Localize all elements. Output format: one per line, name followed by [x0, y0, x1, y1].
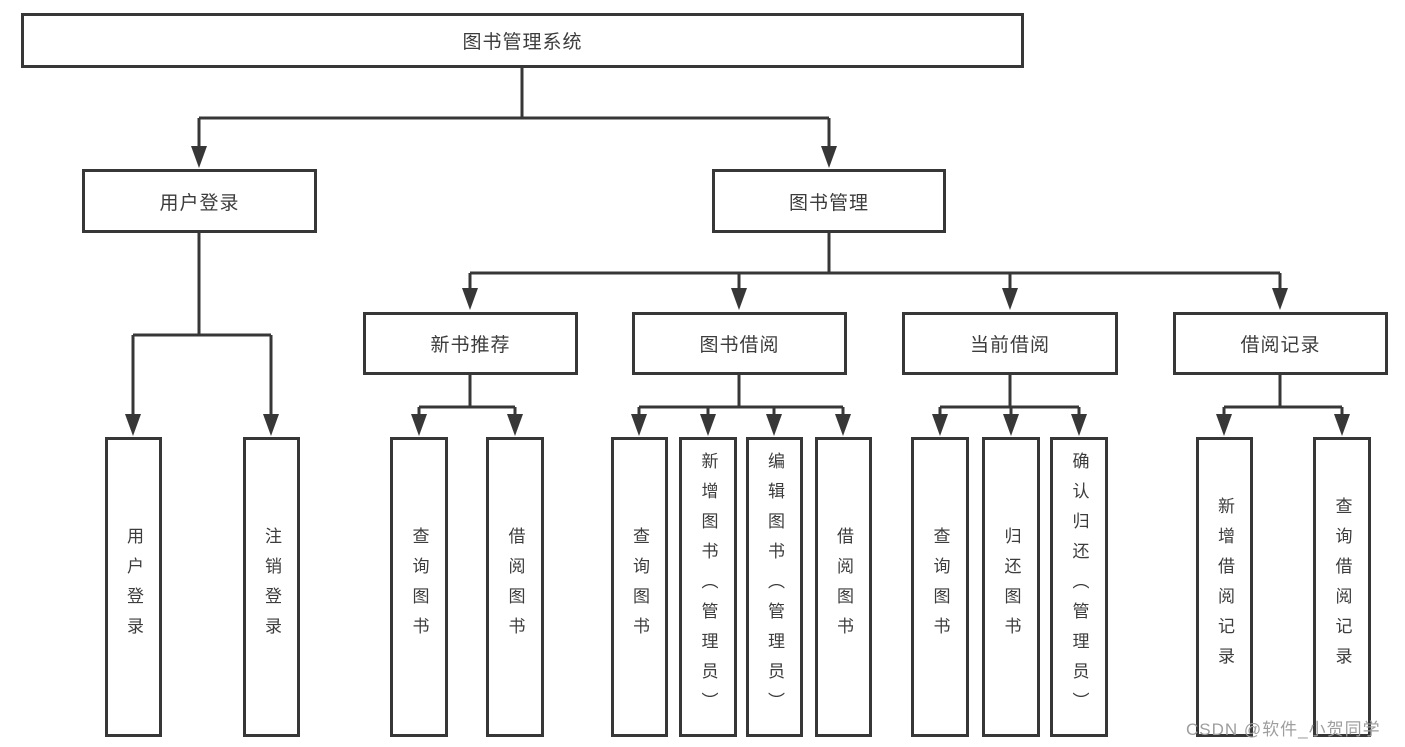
- leaf-label: 新增图书（管理员）: [698, 452, 718, 722]
- node-book-borrow: 图书借阅: [632, 312, 847, 375]
- leaf-label: 查询图书: [630, 527, 649, 647]
- leaf-borrow-book-1: 借阅图书: [486, 437, 544, 737]
- arrowhead: [932, 414, 948, 436]
- node-current-borrow: 当前借阅: [902, 312, 1118, 375]
- arrowhead: [191, 146, 207, 168]
- leaf-edit-book-admin: 编辑图书（管理员）: [746, 437, 803, 737]
- leaf-confirm-return-admin: 确认归还（管理员）: [1050, 437, 1108, 737]
- connector-user-login-to-leaves: [125, 233, 279, 436]
- connector-current-borrow-to-leaves: [932, 375, 1087, 436]
- leaf-label: 借阅图书: [834, 527, 853, 647]
- leaf-query-borrow-record: 查询借阅记录: [1313, 437, 1371, 737]
- connector-book-borrow-to-leaves: [631, 375, 851, 436]
- leaf-query-book-1: 查询图书: [390, 437, 448, 737]
- arrowhead: [821, 146, 837, 168]
- arrowhead: [1272, 288, 1288, 310]
- arrowhead: [411, 414, 427, 436]
- connector-borrow-records-to-leaves: [1216, 375, 1350, 436]
- connector-book-mgmt-to-level3: [462, 233, 1288, 310]
- arrowhead: [1334, 414, 1350, 436]
- node-user-login: 用户登录: [82, 169, 317, 233]
- leaf-query-book-3: 查询图书: [911, 437, 969, 737]
- arrowhead: [1003, 414, 1019, 436]
- connector-new-book-rec-to-leaves: [411, 375, 523, 436]
- arrowhead: [631, 414, 647, 436]
- leaf-label: 查询图书: [930, 527, 950, 647]
- leaf-borrow-book-2: 借阅图书: [815, 437, 872, 737]
- node-new-book-recommend: 新书推荐: [363, 312, 578, 375]
- arrowhead: [1216, 414, 1232, 436]
- leaf-add-book-admin: 新增图书（管理员）: [679, 437, 737, 737]
- arrowhead: [700, 414, 716, 436]
- leaf-label: 用户登录: [124, 527, 143, 647]
- arrowhead: [462, 288, 478, 310]
- arrowhead: [766, 414, 782, 436]
- leaf-logout: 注销登录: [243, 437, 300, 737]
- leaf-label: 归还图书: [1001, 527, 1021, 647]
- leaf-label: 查询图书: [409, 527, 429, 647]
- csdn-watermark: CSDN @软件_小贺同学: [1186, 720, 1381, 739]
- leaf-label: 确认归还（管理员）: [1069, 452, 1089, 722]
- arrowhead: [263, 414, 279, 436]
- arrowhead: [731, 288, 747, 310]
- arrowhead: [1071, 414, 1087, 436]
- leaf-label: 查询借阅记录: [1332, 497, 1352, 677]
- arrowhead: [1002, 288, 1018, 310]
- leaf-label: 新增借阅记录: [1215, 497, 1234, 677]
- leaf-label: 借阅图书: [505, 527, 525, 647]
- node-book-management: 图书管理: [712, 169, 946, 233]
- connector-root-to-level2: [191, 68, 837, 168]
- leaf-add-borrow-record: 新增借阅记录: [1196, 437, 1253, 737]
- node-borrow-records: 借阅记录: [1173, 312, 1388, 375]
- leaf-return-book: 归还图书: [982, 437, 1040, 737]
- leaf-label: 编辑图书（管理员）: [765, 452, 784, 722]
- leaf-label: 注销登录: [262, 527, 281, 647]
- arrowhead: [507, 414, 523, 436]
- arrowhead: [125, 414, 141, 436]
- arrowhead: [835, 414, 851, 436]
- node-root: 图书管理系统: [21, 13, 1024, 68]
- leaf-query-book-2: 查询图书: [611, 437, 668, 737]
- leaf-user-login: 用户登录: [105, 437, 162, 737]
